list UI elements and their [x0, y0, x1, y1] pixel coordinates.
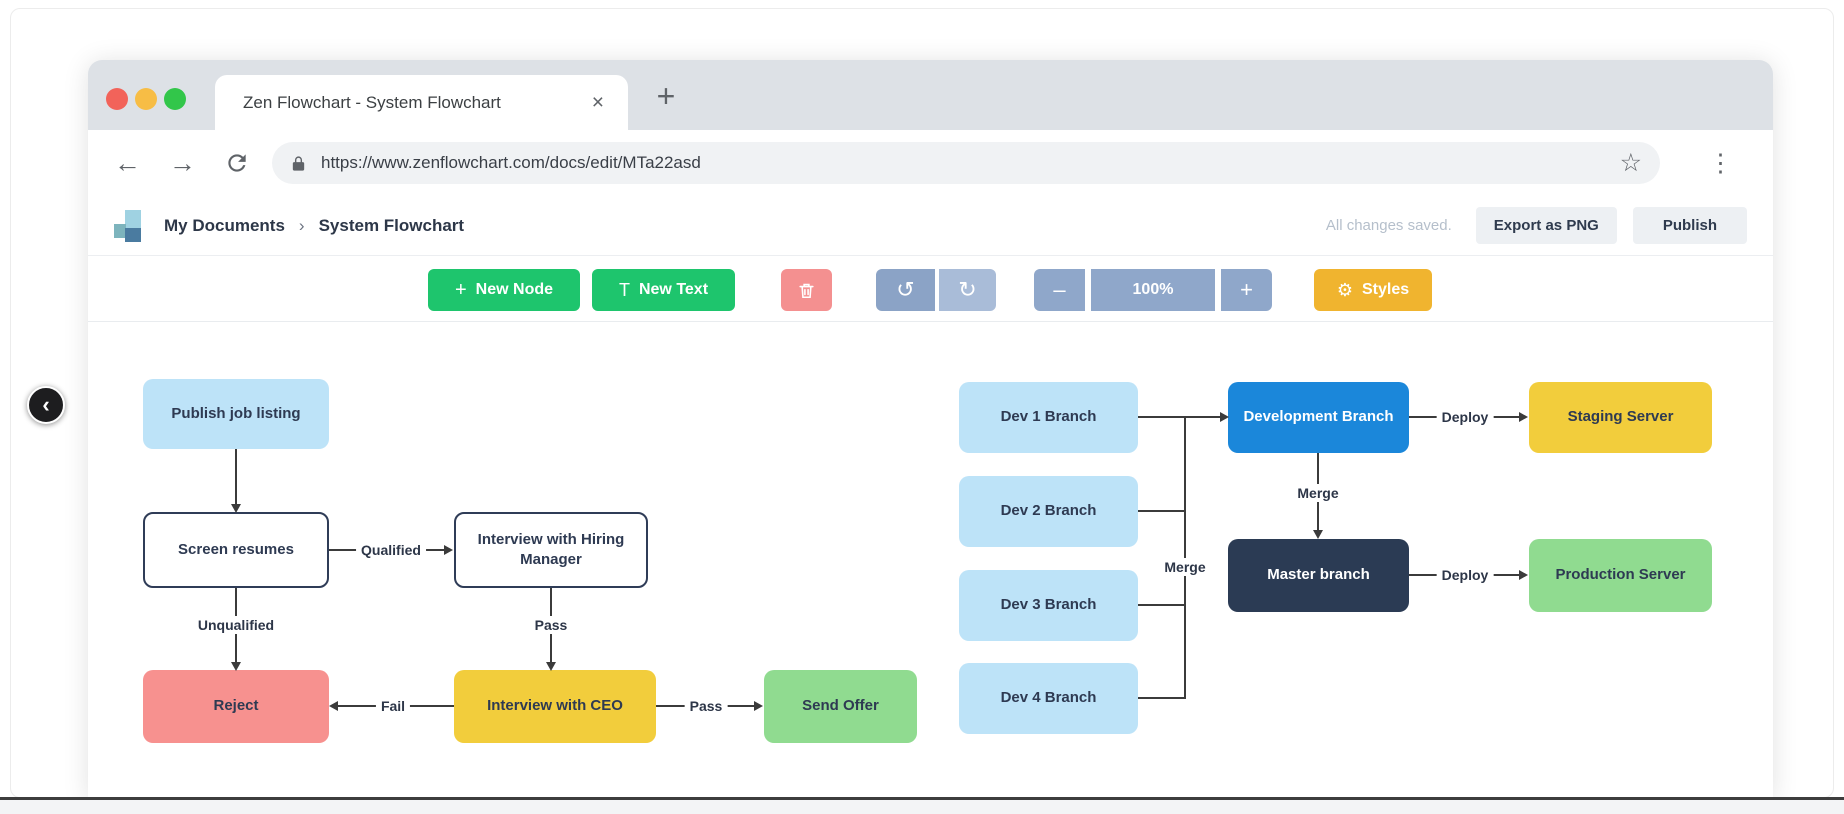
edge-label-pass-hm[interactable]: Pass	[529, 616, 573, 634]
zoom-in-button[interactable]: +	[1221, 269, 1272, 311]
styles-button[interactable]: ⚙ Styles	[1314, 269, 1432, 311]
node-dev2-branch[interactable]: Dev 2 Branch	[959, 476, 1138, 547]
app-header: My Documents › System Flowchart All chan…	[88, 196, 1773, 256]
edge-publish-to-screen	[235, 449, 237, 506]
browser-url-row: ← → https://www.zenflowchart.com/docs/ed…	[88, 130, 1773, 196]
zoom-out-button[interactable]: –	[1034, 269, 1085, 311]
edge-label-merge-down[interactable]: Merge	[1292, 484, 1344, 502]
node-dev3-branch[interactable]: Dev 3 Branch	[959, 570, 1138, 641]
flowchart-canvas[interactable]: Publish job listing Screen resumes Inter…	[88, 322, 1773, 799]
node-interview-hiring-manager[interactable]: Interview with Hiring Manager	[454, 512, 648, 588]
edge-label-merge-trunk[interactable]: Merge	[1159, 558, 1211, 576]
chevron-right-icon: ›	[298, 215, 305, 235]
back-arrow-icon[interactable]: ←	[114, 147, 141, 178]
node-send-offer[interactable]: Send Offer	[764, 670, 917, 743]
node-screen-resumes[interactable]: Screen resumes	[143, 512, 329, 588]
browser-tab-bar: Zen Flowchart - System Flowchart × +	[88, 60, 1773, 130]
node-publish-job-listing[interactable]: Publish job listing	[143, 379, 329, 449]
arrowhead-right-icon	[1519, 412, 1528, 422]
url-bar[interactable]: https://www.zenflowchart.com/docs/edit/M…	[272, 142, 1660, 184]
close-icon[interactable]: ×	[591, 90, 604, 114]
reload-icon[interactable]	[224, 150, 250, 176]
edge-label-deploy-staging[interactable]: Deploy	[1436, 408, 1494, 426]
plus-icon: +	[454, 278, 467, 301]
maximize-window-icon[interactable]	[164, 88, 186, 110]
bottom-divider	[0, 797, 1844, 800]
arrowhead-right-icon	[444, 545, 453, 555]
edge-dev2-to-trunk	[1138, 510, 1186, 512]
node-production-server[interactable]: Production Server	[1529, 539, 1712, 612]
export-png-button[interactable]: Export as PNG	[1475, 207, 1617, 244]
new-node-button[interactable]: + New Node	[428, 269, 580, 311]
collapse-panel-button[interactable]: ‹	[27, 386, 65, 424]
browser-window: Zen Flowchart - System Flowchart × + ← →…	[88, 60, 1773, 799]
zoom-level[interactable]: 100%	[1088, 269, 1218, 311]
arrowhead-right-icon	[1519, 570, 1528, 580]
node-interview-ceo[interactable]: Interview with CEO	[454, 670, 656, 743]
lock-icon	[290, 155, 307, 172]
kebab-menu-icon[interactable]: ⋮	[1708, 149, 1733, 177]
close-window-icon[interactable]	[106, 88, 128, 110]
traffic-lights	[106, 88, 186, 110]
forward-arrow-icon[interactable]: →	[169, 147, 196, 178]
delete-button[interactable]	[781, 269, 832, 311]
arrowhead-down-icon	[231, 662, 241, 671]
arrowhead-down-icon	[1313, 530, 1323, 539]
edge-label-qualified[interactable]: Qualified	[356, 541, 426, 559]
new-text-button[interactable]: T New Text	[592, 269, 735, 311]
arrowhead-down-icon	[231, 504, 241, 513]
edge-dev3-to-trunk	[1138, 604, 1186, 606]
trash-icon	[799, 283, 814, 298]
gear-icon: ⚙	[1336, 279, 1353, 300]
edge-label-unqualified[interactable]: Unqualified	[192, 616, 280, 634]
editor-toolbar: + New Node T New Text ↺ ↻ – 100% + ⚙ Sty…	[88, 256, 1773, 322]
node-dev1-branch[interactable]: Dev 1 Branch	[959, 382, 1138, 453]
edge-label-pass-ceo[interactable]: Pass	[684, 697, 728, 715]
edge-dev1-to-development	[1138, 416, 1222, 418]
redo-icon: ↻	[958, 277, 977, 302]
breadcrumb-my-documents[interactable]: My Documents	[164, 215, 285, 235]
new-text-label: New Text	[638, 281, 709, 298]
page-title[interactable]: System Flowchart	[318, 215, 465, 235]
node-reject[interactable]: Reject	[143, 670, 329, 743]
node-master-branch[interactable]: Master branch	[1228, 539, 1409, 612]
plus-icon: +	[1240, 277, 1253, 302]
tab-title: Zen Flowchart - System Flowchart	[243, 92, 501, 112]
redo-button[interactable]: ↻	[937, 269, 996, 311]
new-tab-button[interactable]: +	[656, 77, 676, 114]
styles-label: Styles	[1362, 281, 1410, 298]
star-icon[interactable]: ☆	[1619, 149, 1642, 177]
arrowhead-down-icon	[546, 662, 556, 671]
browser-tab[interactable]: Zen Flowchart - System Flowchart ×	[215, 75, 628, 130]
save-status: All changes saved.	[1325, 217, 1452, 234]
bottom-strip	[0, 800, 1844, 814]
node-dev4-branch[interactable]: Dev 4 Branch	[959, 663, 1138, 734]
zen-flowchart-logo	[114, 209, 142, 243]
minimize-window-icon[interactable]	[135, 88, 157, 110]
edge-dev4-to-trunk	[1138, 697, 1186, 699]
text-icon: T	[618, 279, 630, 300]
arrowhead-right-icon	[1220, 412, 1229, 422]
undo-icon: ↺	[896, 277, 915, 302]
node-staging-server[interactable]: Staging Server	[1529, 382, 1712, 453]
chevron-left-icon: ‹	[42, 392, 50, 417]
minus-icon: –	[1053, 277, 1066, 302]
edge-merge-trunk	[1184, 417, 1186, 698]
edge-label-fail[interactable]: Fail	[375, 697, 411, 715]
edge-label-deploy-production[interactable]: Deploy	[1436, 566, 1494, 584]
arrowhead-right-icon	[754, 701, 763, 711]
arrowhead-left-icon	[329, 701, 338, 711]
undo-button[interactable]: ↺	[876, 269, 935, 311]
publish-button[interactable]: Publish	[1632, 207, 1747, 244]
node-development-branch[interactable]: Development Branch	[1228, 382, 1409, 453]
new-node-label: New Node	[475, 281, 554, 298]
url-text[interactable]: https://www.zenflowchart.com/docs/edit/M…	[321, 153, 701, 172]
